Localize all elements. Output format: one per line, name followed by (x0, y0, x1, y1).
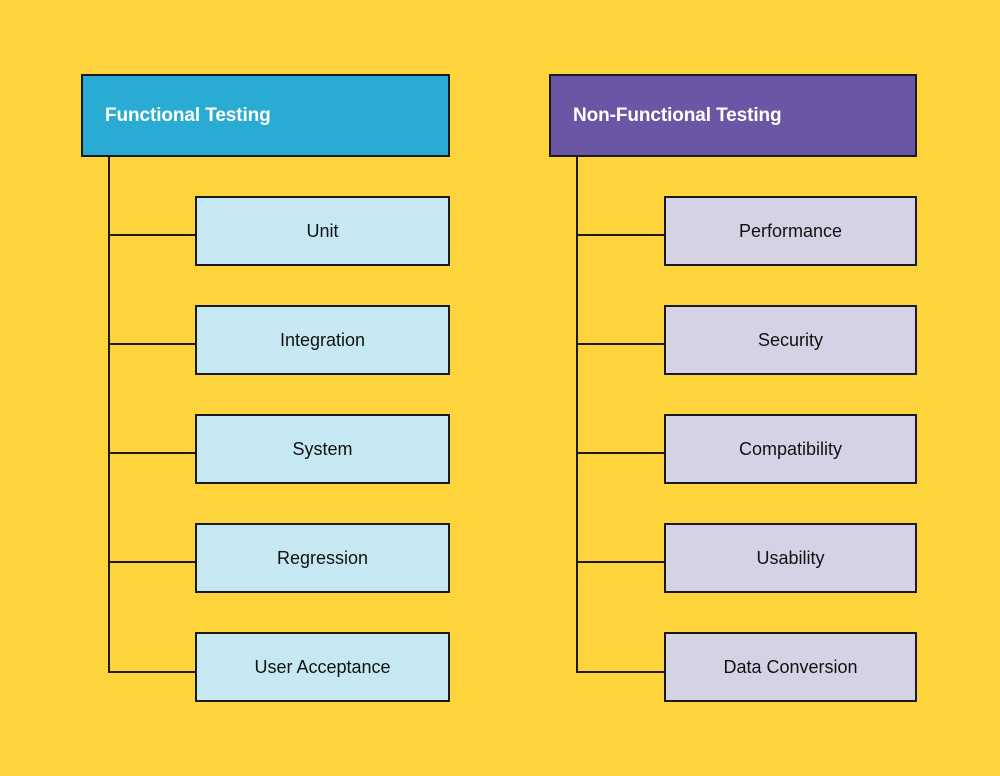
connector-line-non-functional-3 (576, 561, 666, 563)
child-box-label: Compatibility (738, 438, 843, 459)
child-box-non-functional-0[interactable]: Performance (664, 196, 917, 266)
child-box-functional-4[interactable]: User Acceptance (195, 632, 450, 702)
child-box-label: System (292, 438, 353, 459)
header-box-label: Functional Testing (105, 104, 271, 126)
child-box-non-functional-1[interactable]: Security (664, 305, 917, 375)
connector-line-functional-4 (108, 671, 197, 673)
connector-line-functional-0 (108, 234, 197, 236)
header-box-label: Non-Functional Testing (573, 104, 782, 126)
child-box-functional-3[interactable]: Regression (195, 523, 450, 593)
connector-line-non-functional-4 (576, 671, 666, 673)
connector-line-non-functional-1 (576, 343, 666, 345)
header-box-functional[interactable]: Functional Testing (81, 74, 450, 157)
connector-line-functional-1 (108, 343, 197, 345)
child-box-label: Data Conversion (723, 656, 858, 677)
child-box-label: Regression (276, 547, 369, 568)
child-box-non-functional-2[interactable]: Compatibility (664, 414, 917, 484)
child-box-functional-2[interactable]: System (195, 414, 450, 484)
connector-line-non-functional-0 (576, 234, 666, 236)
child-box-non-functional-3[interactable]: Usability (664, 523, 917, 593)
trunk-line-non-functional (576, 157, 578, 673)
trunk-line-functional (108, 157, 110, 673)
child-box-functional-0[interactable]: Unit (195, 196, 450, 266)
connector-line-functional-3 (108, 561, 197, 563)
connector-line-functional-2 (108, 452, 197, 454)
header-box-non-functional[interactable]: Non-Functional Testing (549, 74, 917, 157)
child-box-label: Performance (738, 220, 843, 241)
child-box-label: Security (757, 329, 824, 350)
connector-line-non-functional-2 (576, 452, 666, 454)
child-box-label: Integration (279, 329, 366, 350)
child-box-label: Unit (306, 220, 339, 241)
child-box-functional-1[interactable]: Integration (195, 305, 450, 375)
child-box-non-functional-4[interactable]: Data Conversion (664, 632, 917, 702)
child-box-label: Usability (756, 547, 825, 568)
child-box-label: User Acceptance (254, 656, 391, 677)
